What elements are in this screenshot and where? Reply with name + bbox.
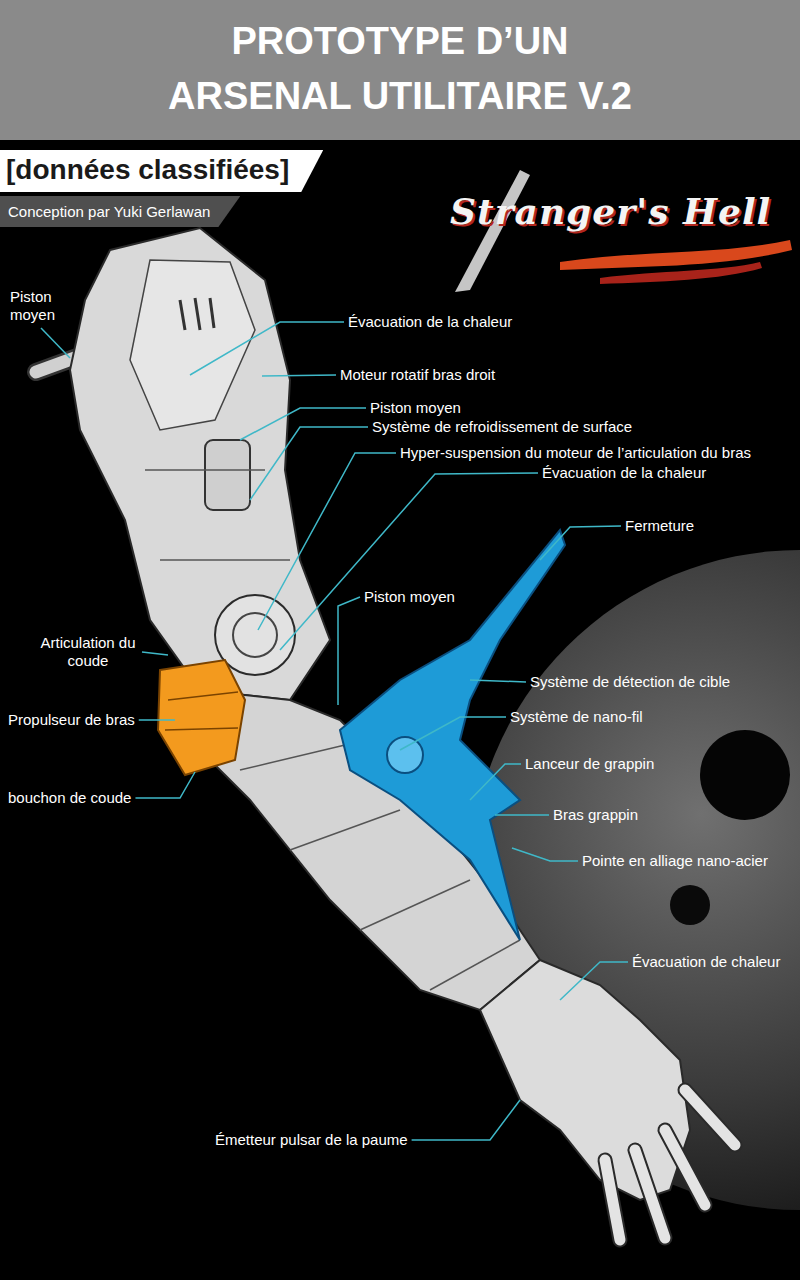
leader-line — [142, 652, 168, 655]
part-label: Articulation du coude — [38, 634, 138, 670]
part-label: Fermeture — [625, 517, 694, 535]
head-sphere — [470, 550, 800, 1210]
leader-line — [470, 764, 521, 800]
part-label: Lanceur de grappin — [525, 755, 654, 773]
title-text: PROTOTYPE D’UN ARSENAL UTILITAIRE V.2 — [150, 14, 650, 124]
panel-line — [160, 559, 290, 561]
tab-text: Conception par Yuki Gerlawan — [8, 203, 210, 220]
label-tab: Conception par Yuki Gerlawan — [0, 196, 240, 227]
leader-line — [412, 1100, 520, 1140]
leader-line — [338, 597, 360, 705]
grapple-blade — [340, 530, 565, 940]
shoulder-plate — [130, 260, 255, 430]
part-label: Système de refroidissement de surface — [372, 418, 632, 436]
upper-arm — [70, 228, 330, 700]
part-label: Hyper-suspension du moteur de l’articula… — [400, 444, 751, 462]
leader-line — [470, 680, 526, 682]
part-label: Système de détection de cible — [530, 673, 730, 691]
logo-stroke — [600, 262, 762, 284]
leader-line — [280, 473, 538, 650]
label-tab: [données classifiées] — [0, 150, 323, 192]
part-label: Piston moyen — [370, 399, 461, 417]
vent-lines — [180, 298, 214, 330]
piston — [205, 440, 250, 510]
part-label: bouchon de coude — [8, 789, 131, 807]
sphere-hole — [670, 885, 710, 925]
part-label: Évacuation de la chaleur — [348, 313, 512, 331]
part-label: Piston moyen — [364, 588, 455, 606]
leader-line — [240, 408, 366, 440]
thruster-lines — [165, 692, 238, 730]
leader-line — [135, 772, 195, 798]
leader-line — [262, 375, 336, 376]
leader-line — [190, 322, 344, 375]
arm-thruster — [158, 660, 245, 775]
part-label: Bras grappin — [553, 806, 638, 824]
fingers — [605, 1090, 735, 1240]
part-label: Propulseur de bras — [8, 711, 135, 729]
leader-line — [495, 814, 549, 816]
part-label: Piston moyen — [10, 288, 72, 324]
sphere-hole — [700, 730, 790, 820]
leader-line — [250, 427, 368, 500]
logo-text: Stranger's Hell — [450, 190, 771, 232]
part-label: Système de nano-fil — [510, 708, 643, 726]
leader-line — [560, 962, 628, 1000]
leader-line — [400, 717, 506, 750]
tab-text: [données classifiées] — [6, 154, 289, 186]
panel-line — [145, 469, 265, 471]
part-label: Évacuation de la chaleur — [542, 464, 706, 482]
leader-line — [512, 848, 578, 861]
leader-line — [139, 719, 175, 721]
part-label: Évacuation de chaleur — [632, 953, 780, 971]
part-label: Émetteur pulsar de la paume — [215, 1131, 408, 1149]
leader-line — [540, 526, 621, 560]
part-label: Moteur rotatif bras droit — [340, 366, 495, 384]
elbow-joint — [233, 613, 277, 657]
part-label: Pointe en alliage nano-acier — [582, 852, 768, 870]
nano-wire-spool — [387, 737, 423, 773]
title-band — [0, 0, 800, 140]
leader-line — [41, 328, 70, 358]
hand — [480, 960, 690, 1200]
fingers — [605, 1090, 735, 1240]
